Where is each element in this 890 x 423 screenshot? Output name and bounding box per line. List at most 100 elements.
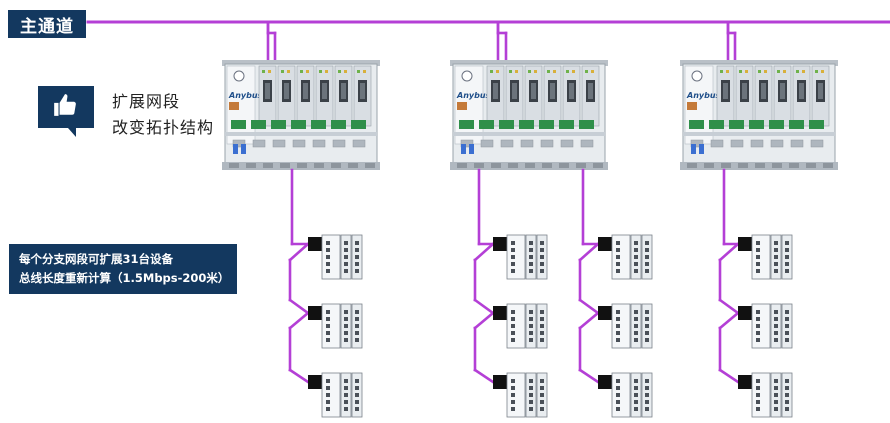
status-led [591, 70, 594, 73]
device-terminal [756, 324, 760, 328]
device-terminal [634, 255, 638, 259]
device-terminal [355, 269, 359, 273]
device-terminal [529, 338, 533, 342]
device-terminal [774, 379, 778, 383]
branch-line [288, 368, 310, 384]
status-led [363, 70, 366, 73]
status-led [338, 70, 341, 73]
db9-pins [531, 83, 536, 99]
device-terminal [355, 324, 359, 328]
device-terminal [774, 331, 778, 335]
device-terminal [756, 407, 760, 411]
branch-line [578, 368, 600, 384]
branch-line [718, 298, 740, 315]
field-device [738, 303, 793, 349]
status-led [262, 70, 265, 73]
device-terminal [511, 386, 515, 390]
field-device [308, 303, 363, 349]
device-connector [738, 237, 752, 251]
field-device [598, 372, 653, 418]
device-terminal [645, 407, 649, 411]
device-module [506, 303, 526, 349]
device-terminal [540, 386, 544, 390]
rail-slot [806, 163, 816, 168]
lower-port [710, 139, 724, 148]
device-terminal [326, 407, 330, 411]
device-terminal [529, 317, 533, 321]
status-led [815, 70, 818, 73]
device-terminal [344, 248, 348, 252]
device-terminal [326, 393, 330, 397]
callout-line-2: 改变拓扑结构 [112, 118, 215, 137]
device-terminal [785, 338, 789, 342]
status-led [281, 70, 284, 73]
device-terminal [774, 400, 778, 404]
device-terminal [540, 262, 544, 266]
device-terminal [540, 331, 544, 335]
dip-switch [469, 144, 474, 154]
device-terminal [634, 241, 638, 245]
device-terminal [326, 269, 330, 273]
terminal-block [539, 120, 554, 129]
device-terminal [616, 393, 620, 397]
device-terminal [344, 407, 348, 411]
dip-switch [241, 144, 246, 154]
status-led [572, 70, 575, 73]
device-terminal [634, 317, 638, 321]
device-terminal [645, 248, 649, 252]
device-terminal [355, 255, 359, 259]
terminal-block [479, 120, 494, 129]
status-led [357, 70, 360, 73]
brand-badge [457, 102, 467, 110]
status-led [566, 70, 569, 73]
terminal-block [519, 120, 534, 129]
db9-pins [742, 83, 747, 99]
device-terminal [774, 248, 778, 252]
device-connector [493, 237, 507, 251]
dip-switch [233, 144, 238, 154]
db9-pins [284, 83, 289, 99]
db9-pins [780, 83, 785, 99]
device-terminal [645, 241, 649, 245]
device-module [751, 303, 771, 349]
rail-slot [297, 163, 307, 168]
status-led [509, 70, 512, 73]
device-terminal [785, 393, 789, 397]
device-terminal [756, 248, 760, 252]
device-terminal [634, 331, 638, 335]
rail-slot [525, 163, 535, 168]
device-terminal [785, 331, 789, 335]
rail-slot [246, 163, 256, 168]
field-device [738, 372, 793, 418]
rail-slot [576, 163, 586, 168]
db9-pins [761, 83, 766, 99]
device-terminal [645, 324, 649, 328]
device-terminal [756, 393, 760, 397]
terminal-block [749, 120, 764, 129]
rail-slot [229, 163, 239, 168]
terminal-block [251, 120, 266, 129]
lower-port [690, 139, 704, 148]
device-terminal [785, 310, 789, 314]
device-terminal [355, 400, 359, 404]
device-terminal [785, 248, 789, 252]
device-terminal [355, 393, 359, 397]
status-led [726, 70, 729, 73]
device-module [321, 303, 341, 349]
device-terminal [785, 241, 789, 245]
device-module [611, 234, 631, 280]
device-terminal [756, 338, 760, 342]
device-terminal [540, 324, 544, 328]
device-terminal [645, 255, 649, 259]
status-led [300, 70, 303, 73]
device-terminal [511, 269, 515, 273]
field-device [738, 234, 793, 280]
branch-line [718, 242, 740, 262]
db9-pins [341, 83, 346, 99]
device-terminal [645, 386, 649, 390]
device-terminal [511, 379, 515, 383]
device-terminal [774, 324, 778, 328]
device-terminal [616, 324, 620, 328]
terminal-block [499, 120, 514, 129]
device-terminal [529, 310, 533, 314]
